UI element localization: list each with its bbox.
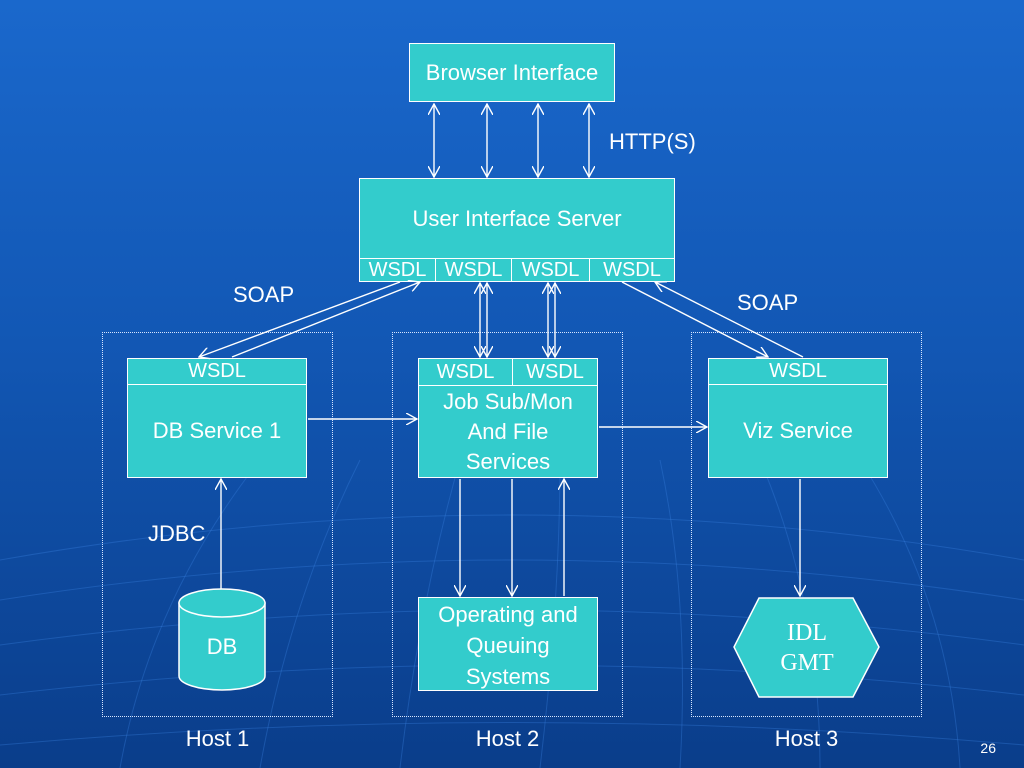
browser-interface-box[interactable]: Browser Interface <box>409 43 615 102</box>
soap-right-label: SOAP <box>737 290 799 315</box>
ui-server-title: User Interface Server <box>412 205 622 231</box>
ui-wsdl-3: WSDL <box>512 259 590 281</box>
ui-wsdl-2: WSDL <box>436 259 512 281</box>
job-wsdl-1: WSDL <box>419 359 513 385</box>
soap-viz-up <box>655 282 804 358</box>
ui-server-box[interactable]: User Interface Server WSDL WSDL WSDL WSD… <box>359 178 675 282</box>
host-2-frame <box>392 332 623 717</box>
gmt-line: GMT <box>780 650 834 676</box>
viz-service-title: Viz Service <box>743 418 853 443</box>
job-service-title: Job Sub/Mon And File Services <box>443 389 573 474</box>
host-1-label: Host 1 <box>185 726 250 751</box>
job-service-wsdl-row: WSDL WSDL <box>419 359 597 386</box>
db-service-title: DB Service 1 <box>152 418 282 443</box>
ui-wsdl-4: WSDL <box>603 258 661 281</box>
host-1-frame <box>102 332 333 717</box>
idl-gmt-hexagon <box>733 597 880 698</box>
db-label: DB <box>206 634 238 659</box>
host-3-frame <box>691 332 922 717</box>
db-cylinder <box>178 588 266 691</box>
jdbc-label: JDBC <box>148 521 206 546</box>
soap-left-label: SOAP <box>233 282 295 307</box>
db-service-box[interactable]: WSDL DB Service 1 <box>127 358 307 478</box>
idl-gmt-label: IDL GMT <box>733 618 881 678</box>
soap-db-down <box>199 281 401 357</box>
ui-server-wsdl-row: WSDL WSDL WSDL WSDL <box>360 258 674 281</box>
db-service-wsdl: WSDL <box>128 359 306 385</box>
job-wsdl-2: WSDL <box>526 360 584 383</box>
viz-service-box[interactable]: WSDL Viz Service <box>708 358 888 478</box>
job-service-box[interactable]: WSDL WSDL Job Sub/Mon And File Services <box>418 358 598 478</box>
ui-wsdl-1: WSDL <box>360 259 436 281</box>
soap-viz-down <box>621 281 768 357</box>
operating-systems-box[interactable]: Operating and Queuing Systems <box>418 597 598 691</box>
browser-interface-label: Browser Interface <box>425 59 599 85</box>
http-label: HTTP(S) <box>609 129 696 154</box>
idl-line: IDL <box>787 620 827 646</box>
viz-service-wsdl: WSDL <box>709 359 887 385</box>
host-2-label: Host 2 <box>475 726 540 751</box>
soap-db-up <box>231 282 420 358</box>
host-3-label: Host 3 <box>774 726 839 751</box>
slide-number: 26 <box>980 740 996 756</box>
